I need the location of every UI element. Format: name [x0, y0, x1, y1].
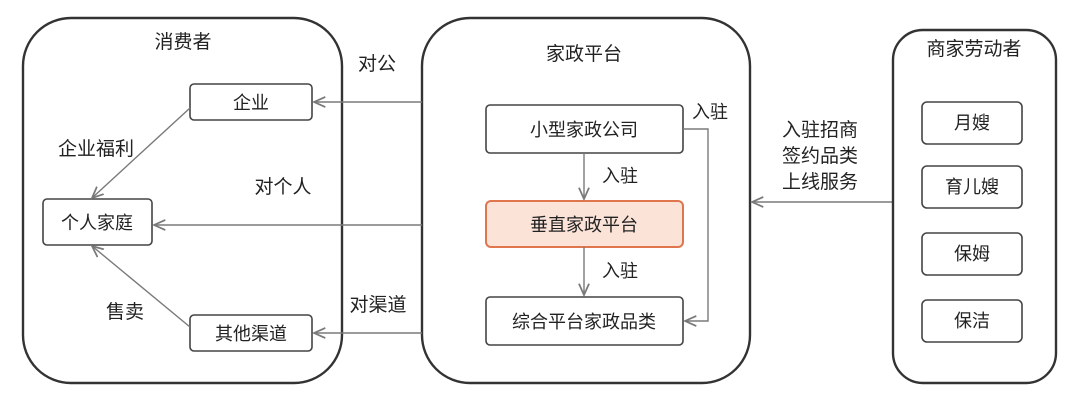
svg-text:保姆: 保姆 [954, 244, 990, 265]
label-join-1: 入驻 [602, 166, 638, 187]
svg-text:企业: 企业 [233, 93, 269, 114]
svg-text:育儿嫂: 育儿嫂 [945, 177, 999, 198]
platform-panel: 家政平台 小型家政公司 垂直家政平台 综合平台家政品类 入驻 入驻 入驻 [420, 16, 752, 385]
arrow-channels-to-household [92, 246, 191, 328]
label-to-individual: 对个人 [254, 176, 311, 198]
flows: 对公 对个人 对渠道 入驻招商 签约品类 上线服务 [154, 53, 893, 333]
platform-title: 家政平台 [546, 43, 622, 65]
label-join-3: 入驻 [692, 102, 728, 123]
node-vertical-platform: 垂直家政平台 [485, 200, 684, 248]
worker-item: 月嫂 [921, 101, 1023, 145]
svg-text:个人家庭: 个人家庭 [61, 213, 133, 234]
node-small-company: 小型家政公司 [485, 104, 684, 154]
label-merchant-line3: 上线服务 [782, 171, 858, 193]
label-to-enterprise: 对公 [358, 53, 396, 75]
label-resale: 售卖 [106, 301, 144, 323]
workers-title: 商家劳动者 [926, 38, 1021, 60]
arrow-enterprise-to-household [92, 107, 191, 198]
svg-text:保洁: 保洁 [954, 311, 990, 332]
arrow-small-to-general [683, 128, 709, 321]
svg-text:综合平台家政品类: 综合平台家政品类 [512, 312, 656, 333]
node-household: 个人家庭 [42, 198, 153, 246]
label-enterprise-welfare: 企业福利 [58, 138, 134, 160]
node-general-platform: 综合平台家政品类 [485, 296, 684, 346]
consumers-title: 消费者 [154, 31, 211, 53]
node-other-channels: 其他渠道 [189, 314, 313, 352]
label-merchant-line1: 入驻招商 [782, 119, 858, 141]
label-merchant-line2: 签约品类 [782, 145, 858, 167]
consumers-panel: 消费者 企业 个人家庭 其他渠道 企业福利 售卖 [21, 16, 344, 385]
worker-item: 保洁 [921, 299, 1023, 343]
workers-panel: 商家劳动者 月嫂 育儿嫂 保姆 保洁 [891, 28, 1058, 385]
label-to-channels: 对渠道 [349, 294, 406, 316]
svg-text:小型家政公司: 小型家政公司 [530, 120, 638, 141]
svg-text:其他渠道: 其他渠道 [215, 324, 287, 345]
node-enterprise: 企业 [189, 83, 313, 121]
svg-text:垂直家政平台: 垂直家政平台 [530, 215, 638, 236]
worker-item: 保姆 [921, 232, 1023, 276]
label-join-2: 入驻 [602, 261, 638, 282]
worker-item: 育儿嫂 [921, 165, 1023, 209]
svg-text:月嫂: 月嫂 [954, 113, 990, 134]
